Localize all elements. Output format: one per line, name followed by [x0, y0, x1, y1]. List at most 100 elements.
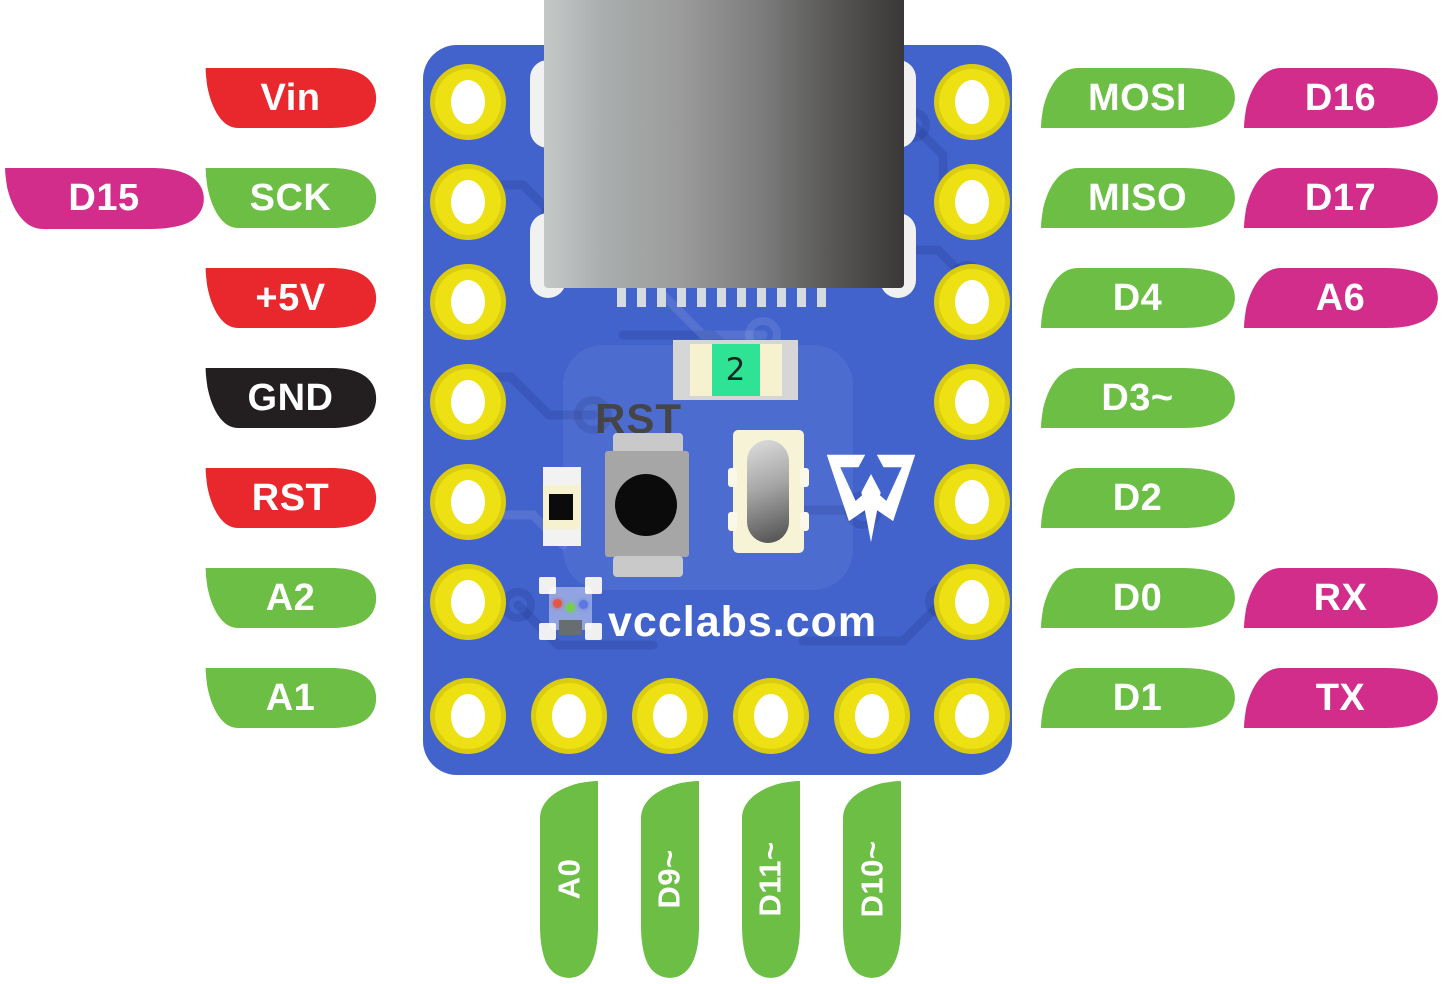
led-terminal — [689, 344, 712, 396]
brand-url: vcclabs.com — [608, 598, 878, 646]
pin-pad — [430, 564, 506, 640]
pin-label-d1: D1 — [1038, 668, 1237, 728]
pill-swoosh-shape — [205, 568, 377, 628]
crystal-can — [747, 440, 789, 543]
pin-pad — [430, 678, 506, 754]
led-lens: 2 — [711, 344, 760, 396]
pill-swoosh-shape — [205, 168, 377, 228]
crystal-pad — [728, 512, 737, 531]
usb-pin — [617, 288, 626, 307]
green-dot — [566, 603, 575, 612]
usb-connector — [544, 0, 904, 288]
usb-pin — [717, 288, 726, 307]
pin-label-d3: D3~ — [1038, 368, 1237, 428]
pin-pad — [430, 64, 506, 140]
pin-label-d17: D17 — [1241, 168, 1440, 228]
pin-pad — [934, 464, 1010, 540]
crystal-pad — [800, 512, 809, 531]
smd-component — [543, 467, 581, 546]
pin-label-vin: Vin — [203, 68, 378, 128]
pin-label-a2: A2 — [203, 568, 378, 628]
reset-button-cap — [615, 474, 677, 536]
pin-label-d15: D15 — [2, 168, 206, 229]
pcb-board: 2 RST — [423, 0, 1012, 775]
crystal-pad — [800, 468, 809, 487]
pill-swoosh-shape — [1243, 268, 1438, 328]
pin-label-d16: D16 — [1241, 68, 1440, 128]
pill-swoosh-shape — [205, 68, 377, 128]
pin-pad — [834, 678, 910, 754]
pin-label-tx: TX — [1241, 668, 1440, 728]
pin-pad — [733, 678, 809, 754]
pin-pad — [531, 678, 607, 754]
pill-swoosh-shape — [843, 781, 901, 978]
usb-pin — [697, 288, 706, 307]
usb-pin — [817, 288, 826, 307]
pill-swoosh-shape — [1243, 568, 1438, 628]
rgb-led-pad — [585, 577, 602, 594]
pin-pad — [430, 264, 506, 340]
usb-pin — [757, 288, 766, 307]
pin-pad — [430, 464, 506, 540]
pill-swoosh-shape — [1243, 668, 1438, 728]
crystal-oscillator — [728, 430, 809, 553]
pin-pad — [934, 678, 1010, 754]
pin-label-a1: A1 — [203, 668, 378, 728]
pill-swoosh-shape — [205, 468, 377, 528]
usb-pin — [637, 288, 646, 307]
pill-swoosh-shape — [742, 781, 800, 978]
pin-label-rx: RX — [1241, 568, 1440, 628]
pill-swoosh-shape — [540, 781, 598, 978]
pill-swoosh-shape — [205, 668, 377, 728]
usb-pin — [677, 288, 686, 307]
pin-label-a6: A6 — [1241, 268, 1440, 328]
smd-chip — [549, 494, 573, 520]
blue-dot — [579, 600, 588, 609]
red-dot — [553, 599, 562, 608]
pill-swoosh-shape — [205, 268, 377, 328]
pill-swoosh-shape — [1040, 68, 1235, 128]
pill-swoosh-shape — [1040, 368, 1235, 428]
pin-pad — [632, 678, 708, 754]
pin-label-d11: D11~ — [742, 778, 800, 980]
pin-pad — [934, 264, 1010, 340]
pin-label-d0: D0 — [1038, 568, 1237, 628]
usb-pin — [797, 288, 806, 307]
pin-label-mosi: MOSI — [1038, 68, 1237, 128]
pill-swoosh-shape — [1040, 568, 1235, 628]
pill-swoosh-shape — [1243, 68, 1438, 128]
pill-swoosh-shape — [5, 168, 204, 229]
usb-pin — [657, 288, 666, 307]
pill-swoosh-shape — [205, 368, 377, 428]
crystal-pad — [728, 468, 737, 487]
rgb-led-pad — [539, 577, 556, 594]
usb-pin — [777, 288, 786, 307]
usb-solder-pins — [617, 288, 826, 307]
pin-label-rst: RST — [203, 468, 378, 528]
pin-label-miso: MISO — [1038, 168, 1237, 228]
pin-pad — [934, 564, 1010, 640]
usb-pin — [737, 288, 746, 307]
pin-label-d9: D9~ — [641, 778, 699, 980]
pill-swoosh-shape — [1040, 268, 1235, 328]
rgb-led — [539, 577, 602, 640]
pin-pad — [934, 64, 1010, 140]
pill-swoosh-shape — [1040, 668, 1235, 728]
vcc-logo-icon — [826, 454, 916, 543]
pin-label-a0: A0 — [540, 778, 598, 980]
pill-swoosh-shape — [1040, 468, 1235, 528]
pin-label-sck: SCK — [203, 168, 378, 228]
pin-pad — [430, 364, 506, 440]
pill-swoosh-shape — [1040, 168, 1235, 228]
rgb-led-pad — [539, 623, 556, 640]
pill-swoosh-shape — [641, 781, 699, 978]
pin-pad — [934, 164, 1010, 240]
pin-label-d10: D10~ — [843, 778, 901, 980]
pin-label-5v: +5V — [203, 268, 378, 328]
pill-swoosh-shape — [1243, 168, 1438, 228]
pin-label-d4: D4 — [1038, 268, 1237, 328]
reset-button-flange — [613, 433, 683, 454]
led-terminal — [759, 344, 782, 396]
pin-pad — [934, 364, 1010, 440]
